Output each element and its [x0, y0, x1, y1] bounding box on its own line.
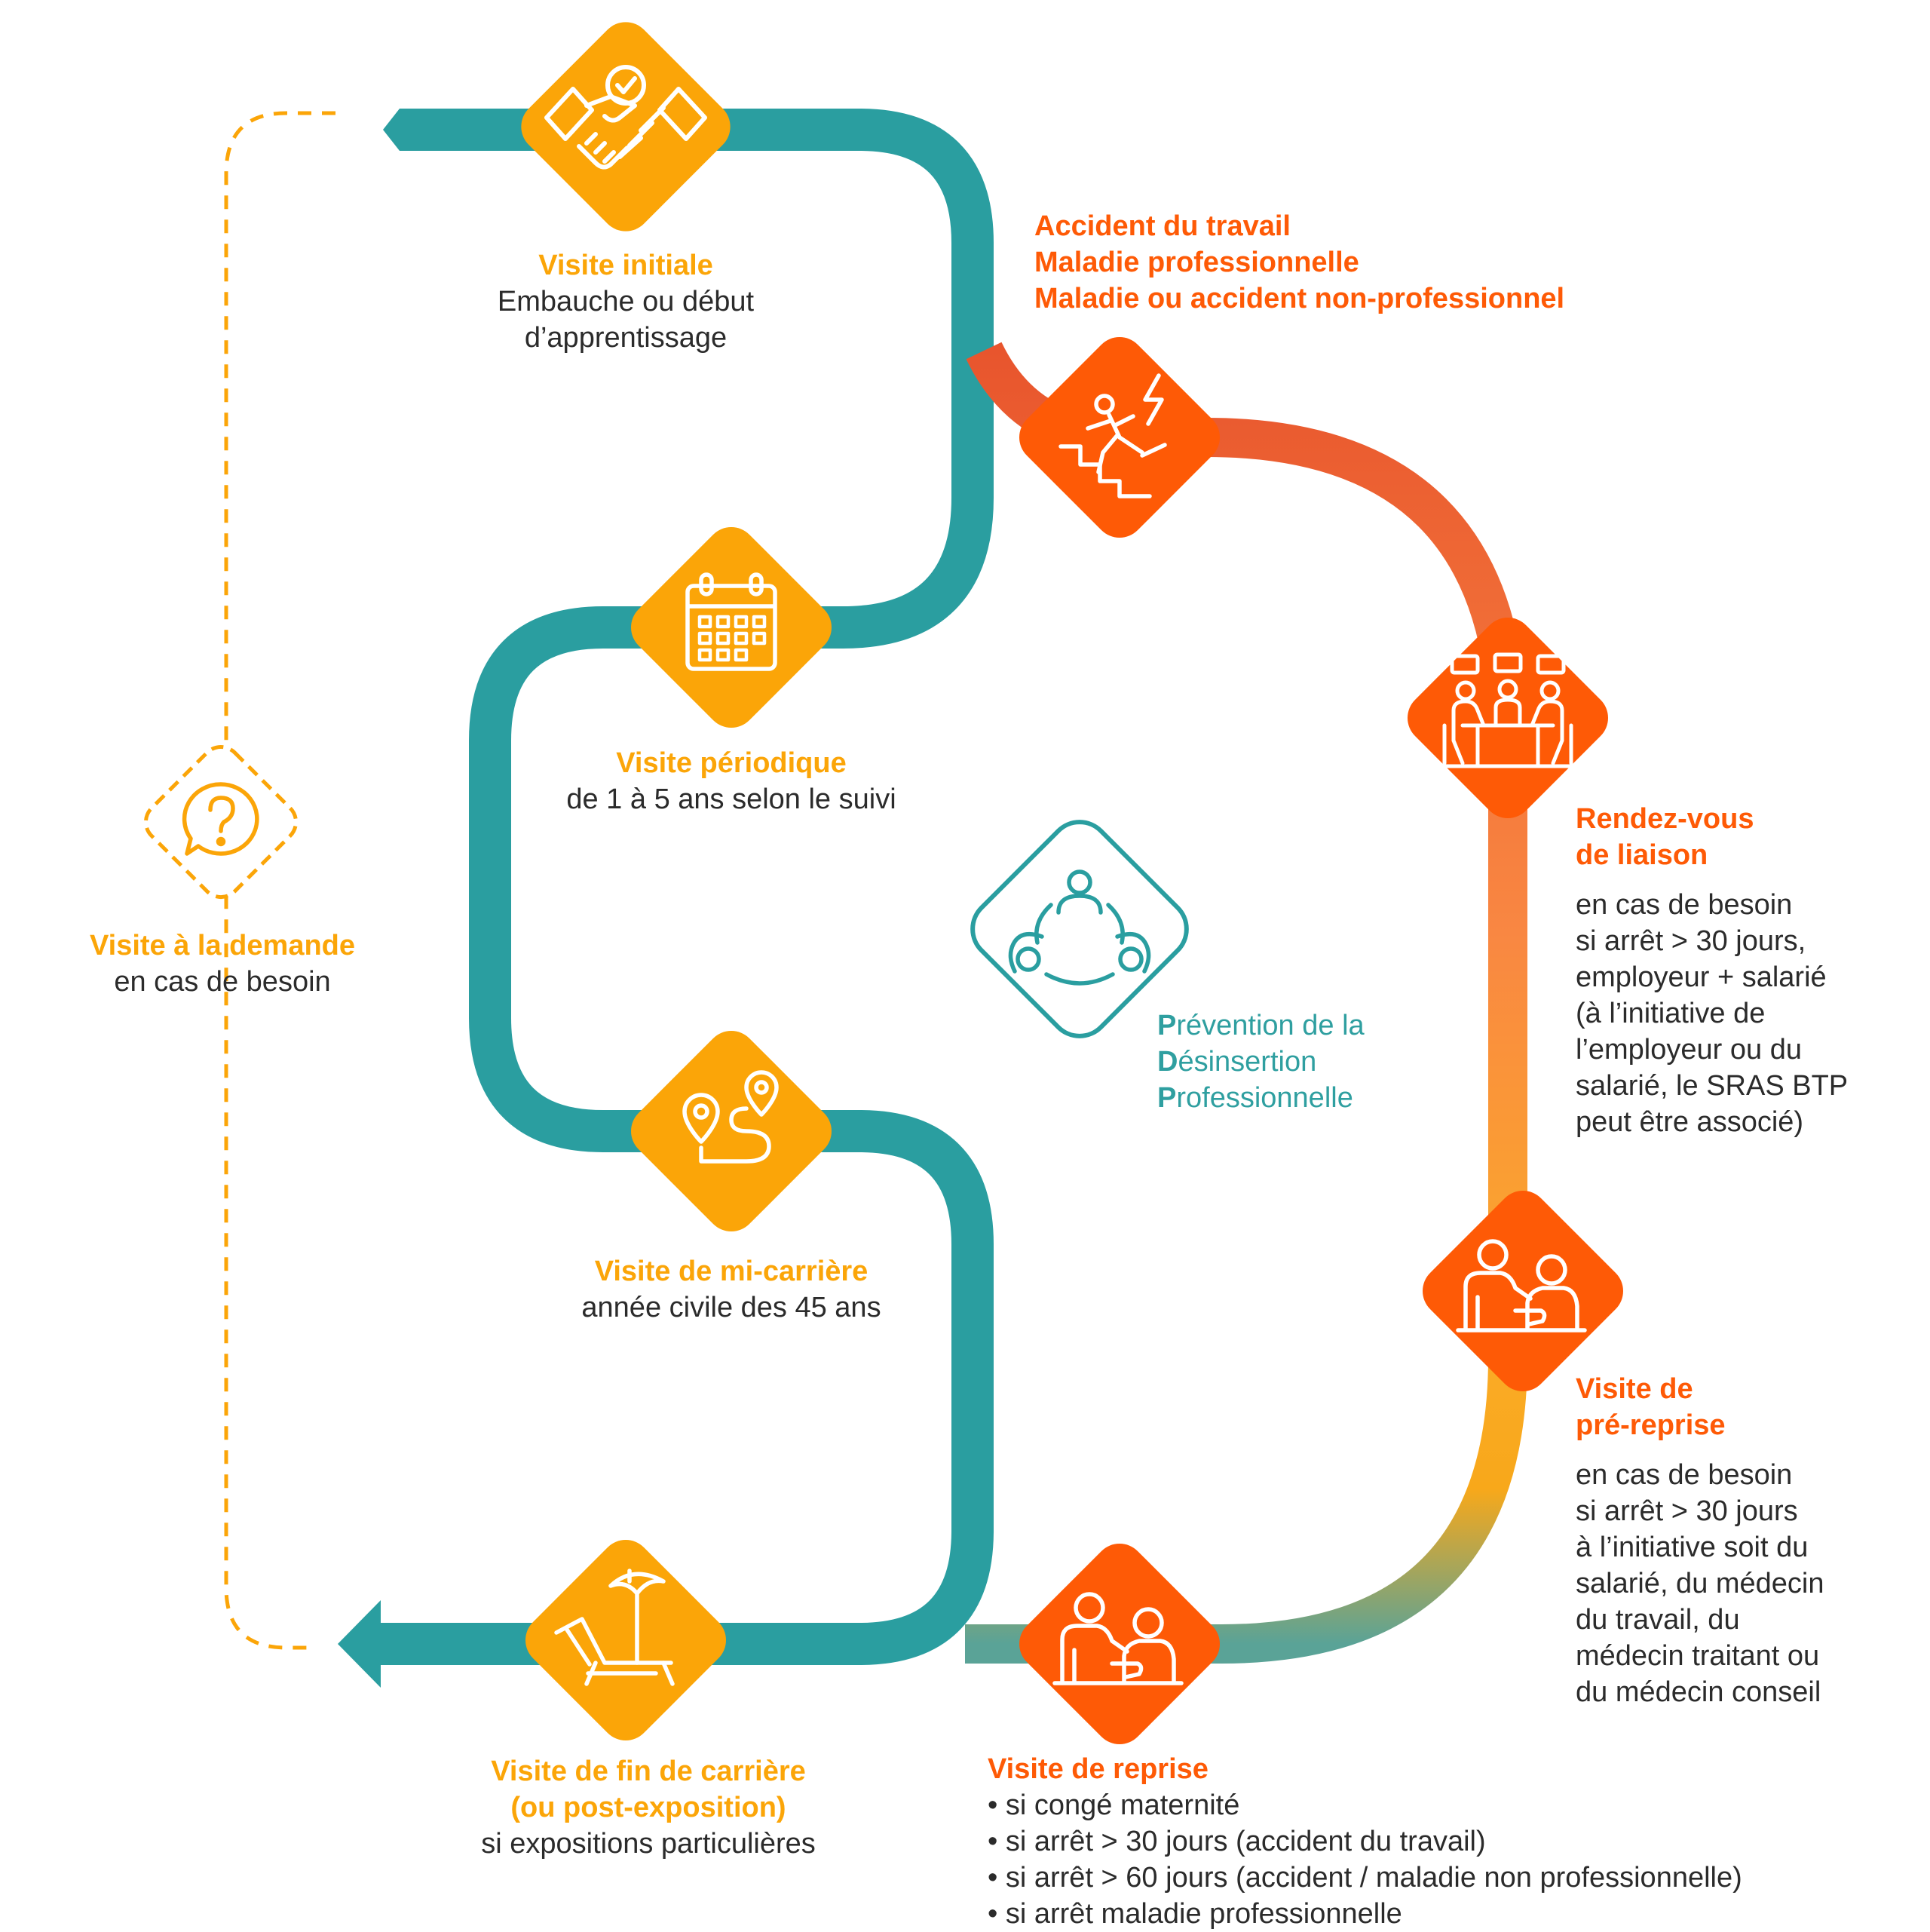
- meeting-icon: [1442, 652, 1573, 768]
- track-start-notch: [369, 109, 400, 151]
- reprise-label: Visite de reprise • si congé maternité •…: [988, 1751, 1922, 1932]
- visite-initiale-node[interactable]: [510, 11, 740, 241]
- pre-reprise-line: à l’initiative soit du: [1576, 1532, 1809, 1563]
- track-end-arrow: [338, 1600, 381, 1688]
- pre-reprise-title: Visite de: [1576, 1373, 1693, 1405]
- rendez-vous-title: Rendez-vous: [1576, 803, 1754, 835]
- visite-mi-carriere-line: année civile des 45 ans: [581, 1292, 881, 1323]
- rendez-vous-liaison-node[interactable]: [1397, 607, 1619, 829]
- main-career-track: [377, 109, 994, 1665]
- rendez-vous-line: salarié, le SRAS BTP: [1576, 1070, 1849, 1102]
- team-circle-icon: [1008, 869, 1151, 986]
- visite-periodique-node[interactable]: [620, 517, 842, 738]
- rendez-vous-line: peut être associé): [1576, 1106, 1804, 1138]
- pdp-initial: P: [1157, 1010, 1177, 1041]
- pdp-word: révention de la: [1176, 1010, 1365, 1041]
- accident-label: Accident du travail Maladie professionne…: [1034, 208, 1713, 317]
- rendez-vous-line: en cas de besoin: [1576, 889, 1793, 921]
- pre-reprise-line: médecin traitant ou: [1576, 1640, 1820, 1672]
- pdp-node[interactable]: [960, 810, 1199, 1049]
- handshake-icon: [544, 65, 707, 170]
- visite-demande-line: en cas de besoin: [114, 966, 331, 998]
- visite-demande-label: Visite à la demande en cas de besoin: [45, 928, 400, 1000]
- visite-fin-carriere-label: Visite de fin de carrière (ou post-expos…: [422, 1753, 875, 1862]
- calendar-icon: [685, 572, 777, 671]
- rendez-vous-line: l’employeur ou du: [1576, 1034, 1802, 1066]
- pre-reprise-line: du travail, du: [1576, 1604, 1740, 1636]
- visite-periodique-line: de 1 à 5 ans selon le suivi: [566, 784, 896, 815]
- pre-reprise-line: salarié, du médecin: [1576, 1568, 1824, 1599]
- reprise-line: • si congé maternité: [988, 1789, 1240, 1821]
- visite-fin-carriere-title: (ou post-exposition): [510, 1792, 786, 1823]
- visite-initiale-label: Visite initiale Embauche ou début d’appr…: [437, 247, 814, 356]
- visite-mi-carriere-label: Visite de mi-carrière année civile des 4…: [528, 1253, 935, 1326]
- visite-mi-carriere-title: Visite de mi-carrière: [594, 1256, 868, 1287]
- pre-reprise-line: en cas de besoin: [1576, 1459, 1793, 1491]
- pdp-initial: P: [1157, 1082, 1177, 1114]
- visite-mi-carriere-node[interactable]: [620, 1020, 842, 1242]
- reprise-line: • si arrêt > 30 jours (accident du trava…: [988, 1826, 1486, 1857]
- consultation-icon: [1456, 1239, 1587, 1332]
- fall-accident-icon: [1058, 373, 1167, 498]
- visite-demande-title: Visite à la demande: [89, 930, 356, 961]
- pdp-label: Prévention de la Désinsertion Profession…: [1157, 1007, 1474, 1116]
- visite-fin-carriere-line: si expositions particulières: [481, 1828, 816, 1860]
- question-bubble-icon: [182, 782, 259, 856]
- reprise-node[interactable]: [1009, 1533, 1230, 1755]
- visite-initiale-title: Visite initiale: [538, 250, 713, 281]
- reprise-title: Visite de reprise: [988, 1753, 1209, 1785]
- accident-node[interactable]: [1009, 327, 1230, 548]
- pre-reprise-label: Visite de pré-reprise en cas de besoin s…: [1576, 1371, 1922, 1710]
- accident-title: Maladie professionnelle: [1034, 247, 1359, 278]
- visite-demande-node[interactable]: [138, 739, 305, 906]
- visite-initiale-line: d’apprentissage: [524, 322, 728, 354]
- visite-fin-carriere-node[interactable]: [515, 1529, 737, 1751]
- rendez-vous-line: employeur + salarié: [1576, 961, 1827, 993]
- rendez-vous-line: (à l’initiative de: [1576, 998, 1766, 1029]
- route-pins-icon: [682, 1070, 779, 1164]
- rendez-vous-line: si arrêt > 30 jours,: [1576, 925, 1806, 957]
- pre-reprise-title: pré-reprise: [1576, 1409, 1726, 1441]
- accident-title: Maladie ou accident non-professionnel: [1034, 283, 1565, 314]
- visite-periodique-title: Visite périodique: [616, 747, 847, 779]
- pre-reprise-line: du médecin conseil: [1576, 1676, 1821, 1708]
- beach-chair-icon: [554, 1569, 675, 1686]
- rendez-vous-title: de liaison: [1576, 839, 1708, 871]
- visite-fin-carriere-title: Visite de fin de carrière: [491, 1756, 806, 1787]
- pre-reprise-line: si arrêt > 30 jours: [1576, 1495, 1798, 1527]
- visite-initiale-line: Embauche ou début: [497, 286, 755, 317]
- rendez-vous-label: Rendez-vous de liaison en cas de besoin …: [1576, 801, 1922, 1140]
- visite-periodique-label: Visite périodique de 1 à 5 ans selon le …: [528, 745, 935, 817]
- consultation-icon: [1052, 1592, 1184, 1685]
- pdp-word: rofessionnelle: [1176, 1082, 1353, 1114]
- pdp-word: ésinsertion: [1178, 1046, 1317, 1078]
- pdp-initial: D: [1157, 1046, 1178, 1078]
- reprise-line: • si arrêt maladie professionnelle: [988, 1898, 1402, 1930]
- accident-title: Accident du travail: [1034, 210, 1291, 242]
- pre-reprise-node[interactable]: [1412, 1180, 1634, 1402]
- reprise-line: • si arrêt > 60 jours (accident / maladi…: [988, 1862, 1742, 1894]
